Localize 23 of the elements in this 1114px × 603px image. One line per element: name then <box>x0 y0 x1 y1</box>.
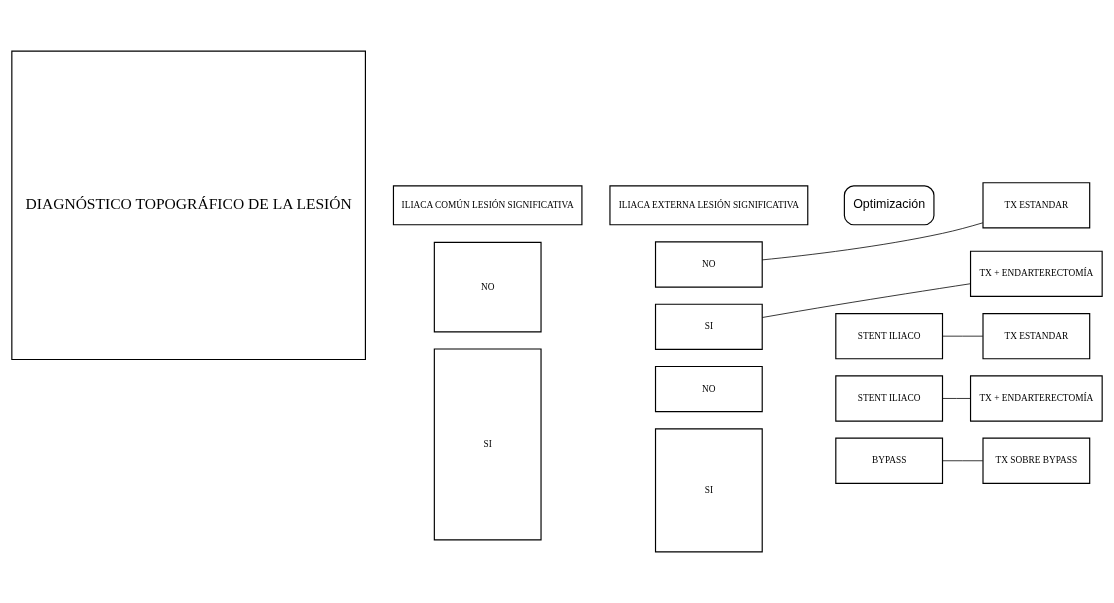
node-box: SI <box>654 303 763 350</box>
node-box: NO <box>654 241 763 288</box>
node-box: TX + ENDARTERECTOMÍA <box>969 375 1103 422</box>
node-box: TX ESTANDAR <box>982 313 1091 360</box>
node-box: NO <box>433 241 542 333</box>
connector <box>942 398 971 399</box>
connector <box>762 283 971 318</box>
node-box: Optimización <box>843 185 935 226</box>
node-box: TX + ENDARTERECTOMÍA <box>969 250 1103 298</box>
node-box: ILIACA EXTERNA LESIÓN SIGNIFICATIVA <box>609 185 809 226</box>
node-box: NO <box>654 365 763 413</box>
node-box: SI <box>433 348 542 541</box>
node-box: BYPASS <box>835 437 944 484</box>
connector <box>761 222 984 261</box>
connector <box>942 335 984 337</box>
node-box: STENT ILIACO <box>835 375 944 422</box>
node-box: TX ESTANDAR <box>982 182 1091 229</box>
node-box: TX SOBRE BYPASS <box>982 437 1091 484</box>
node-box: SI <box>654 428 763 553</box>
node-box: DIAGNÓSTICO TOPOGRÁFICO DE LA LESIÓN <box>11 50 366 361</box>
node-box: ILIACA COMÚN LESIÓN SIGNIFICATIVA <box>392 185 583 226</box>
node-box: STENT ILIACO <box>835 313 944 360</box>
connector <box>942 460 984 462</box>
